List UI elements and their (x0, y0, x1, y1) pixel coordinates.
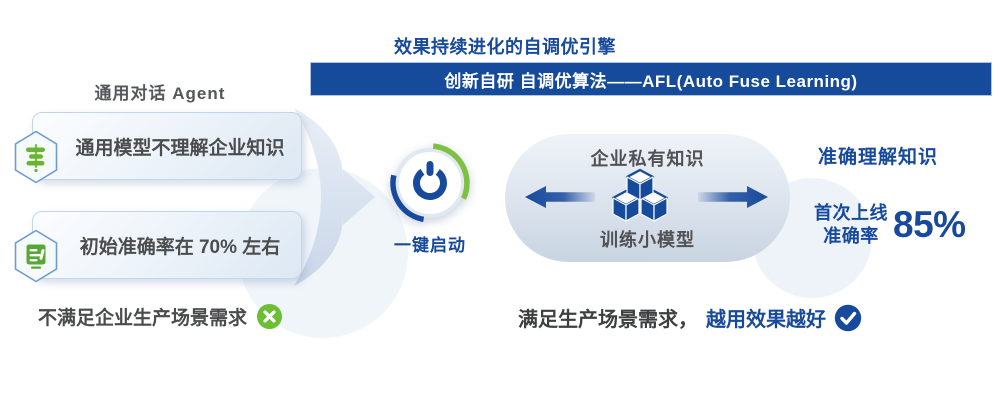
metric-label: 首次上线 准确率 (814, 202, 888, 247)
pain-point-card: 初始准确率在 70% 左右 (32, 211, 302, 279)
report-doc-icon (14, 229, 58, 283)
engine-capsule: 企业私有知识 训练小模型 (505, 134, 790, 262)
engine-bottom-label: 训练小模型 (600, 230, 695, 250)
left-column-heading: 通用对话 Agent (94, 84, 226, 103)
sliders-stack-icon (14, 130, 58, 184)
check-circle-icon (834, 304, 862, 331)
right-conclusion-plain: 满足生产场景需求， (518, 309, 698, 331)
accuracy-metric: 首次上线 准确率 85% (814, 202, 966, 247)
left-conclusion-text: 不满足企业生产场景需求 (38, 308, 248, 329)
pain-point-card: 通用模型不理解企业知识 (32, 112, 302, 180)
banner: 创新自研 自调优算法——AFL(Auto Fuse Learning) (310, 62, 992, 96)
cubes-icon (611, 168, 669, 222)
cross-circle-icon (256, 303, 283, 330)
power-icon (390, 143, 470, 223)
result-heading: 准确理解知识 (818, 147, 939, 168)
right-conclusion-highlight: 越用效果越好 (706, 309, 826, 331)
merge-arrow (294, 108, 375, 286)
engine-top-label: 企业私有知识 (590, 149, 705, 169)
launch-label: 一键启动 (394, 236, 466, 255)
pain-point-text: 通用模型不理解企业知识 (75, 137, 285, 159)
metric-label-line2: 准确率 (823, 225, 879, 246)
left-conclusion: 不满足企业生产场景需求 (38, 303, 283, 330)
banner-text: 创新自研 自调优算法——AFL(Auto Fuse Learning) (444, 71, 858, 91)
arrow-left-icon (525, 186, 595, 208)
right-conclusion: 满足生产场景需求， 越用效果越好 (518, 303, 862, 332)
metric-label-line1: 首次上线 (814, 203, 888, 223)
page-title: 效果持续进化的自调优引擎 (394, 37, 616, 57)
arrow-right-icon (698, 186, 768, 208)
pain-point-text: 初始准确率在 70% 左右 (79, 236, 281, 258)
metric-value: 85% (893, 203, 966, 245)
